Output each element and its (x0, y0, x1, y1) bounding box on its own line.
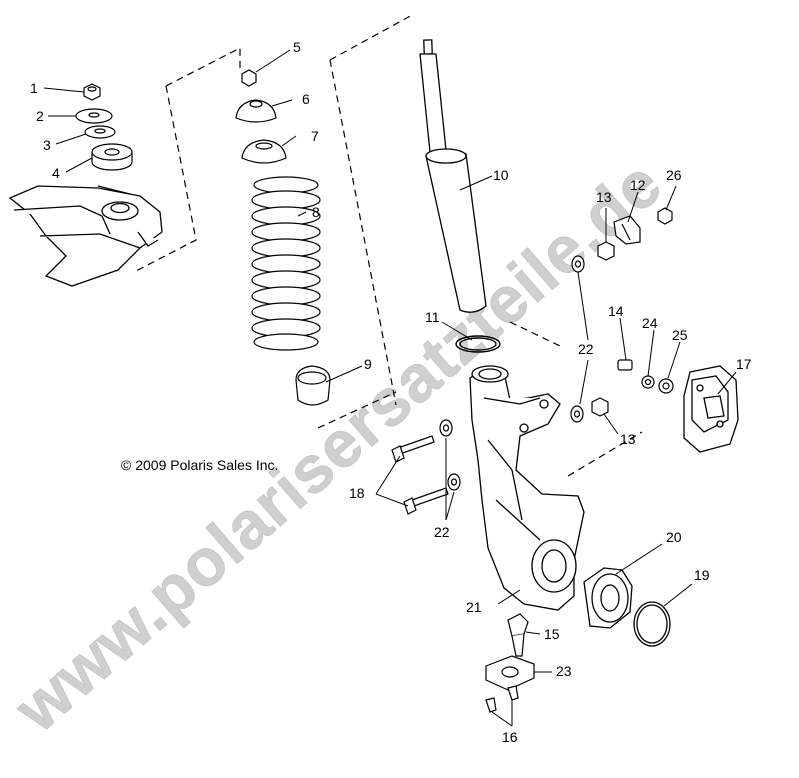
strut-part (419, 39, 487, 313)
dashed-outlines (133, 13, 643, 477)
callout-labels: 1 2 3 4 5 6 7 8 9 10 11 12 13 13 14 15 1… (30, 39, 752, 745)
o-ring-part (455, 335, 501, 353)
callout-14: 14 (608, 303, 624, 319)
callout-1: 1 (30, 80, 38, 96)
callout-7: 7 (311, 128, 319, 144)
callout-24: 24 (642, 315, 658, 331)
callout-18: 18 (349, 485, 365, 501)
callout-22-left: 22 (434, 524, 450, 540)
bolts-part (391, 435, 449, 515)
callout-2: 2 (36, 108, 44, 124)
callout-15: 15 (544, 626, 560, 642)
callout-3: 3 (43, 137, 51, 153)
spring-assembly (235, 69, 331, 406)
caliper-part (683, 365, 739, 453)
callout-6: 6 (302, 91, 310, 107)
callout-11: 11 (425, 309, 440, 325)
callout-12: 12 (630, 177, 646, 193)
callout-8: 8 (312, 204, 320, 220)
callout-17: 17 (736, 356, 752, 372)
leader-lines (43, 49, 737, 727)
copyright-text: © 2009 Polaris Sales Inc. (121, 457, 278, 473)
callout-13-lower: 13 (620, 431, 636, 447)
callout-13-upper: 13 (596, 189, 612, 205)
ball-joint-part (507, 613, 529, 657)
hardware-stack (75, 83, 133, 171)
callout-22-right: 22 (578, 341, 594, 357)
callout-26: 26 (666, 167, 682, 183)
callout-9: 9 (364, 356, 372, 372)
callout-4: 4 (52, 165, 60, 181)
bearing-part (583, 567, 633, 629)
callout-21: 21 (466, 599, 482, 615)
callout-10: 10 (493, 167, 509, 183)
callout-23: 23 (556, 663, 572, 679)
knuckle-part (469, 365, 585, 611)
callout-19: 19 (694, 567, 710, 583)
frame-mount-part (8, 185, 163, 287)
plate-part (485, 655, 535, 713)
callout-5: 5 (293, 39, 301, 55)
callout-25: 25 (672, 327, 688, 343)
caliper-hardware (617, 359, 674, 394)
callout-20: 20 (666, 529, 682, 545)
callout-16: 16 (502, 729, 518, 745)
snap-ring-part (633, 601, 671, 647)
